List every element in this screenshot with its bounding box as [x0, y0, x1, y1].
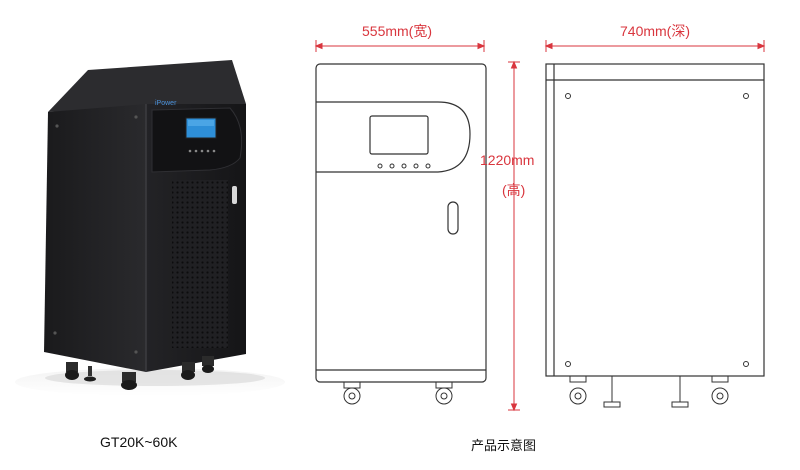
- height-dimension-line: [508, 60, 520, 412]
- front-screen: [369, 115, 429, 155]
- diagram-caption: 产品示意图: [471, 438, 537, 453]
- cabinet-top: [48, 60, 246, 112]
- leveling-foot-icon: [84, 366, 96, 382]
- control-panel: [151, 107, 243, 173]
- front-panel-curve: [316, 101, 471, 173]
- width-dimension-line: [314, 40, 486, 52]
- screw-hole-icon: [53, 331, 57, 335]
- door-handle-icon: [447, 201, 459, 235]
- side-view-drawing: [544, 40, 766, 408]
- depth-dimension-line: [544, 40, 766, 52]
- caster-wheel-icon: [121, 372, 137, 390]
- caster-wheel-icon: [202, 356, 214, 373]
- brand-logo: iPower: [155, 100, 177, 107]
- cabinet-side: [44, 104, 146, 372]
- width-label: 555mm(宽): [362, 23, 433, 39]
- model-caption: GT20K~60K: [100, 434, 178, 450]
- door-handle-icon: [232, 186, 237, 204]
- front-view-drawing: [314, 40, 520, 412]
- height-label-line1: 1220mm: [480, 152, 535, 168]
- ventilation-mesh: [172, 180, 228, 348]
- screw-hole-icon: [134, 350, 138, 354]
- front-buttons: [377, 163, 431, 169]
- height-label-line2: (高): [502, 182, 526, 198]
- screw-hole-icon: [565, 93, 749, 367]
- floor-shadow: [15, 368, 285, 396]
- depth-label: 740mm(深): [620, 23, 691, 39]
- ups-cabinet-photo: iPower: [44, 60, 246, 390]
- caster-wheel-icon: [569, 375, 587, 405]
- leveling-foot-icon: [671, 376, 689, 408]
- screw-hole-icon: [55, 124, 59, 128]
- caster-wheel-icon: [65, 362, 79, 380]
- caster-wheel-icon: [711, 375, 729, 405]
- screw-hole-icon: [134, 115, 138, 119]
- leveling-foot-icon: [603, 376, 621, 408]
- side-outline: [545, 63, 765, 377]
- front-outline: [315, 63, 487, 383]
- caster-wheel-icon: [181, 362, 195, 380]
- caster-wheel-icon: [435, 381, 453, 405]
- caster-wheel-icon: [343, 381, 361, 405]
- panel-buttons: [188, 149, 216, 153]
